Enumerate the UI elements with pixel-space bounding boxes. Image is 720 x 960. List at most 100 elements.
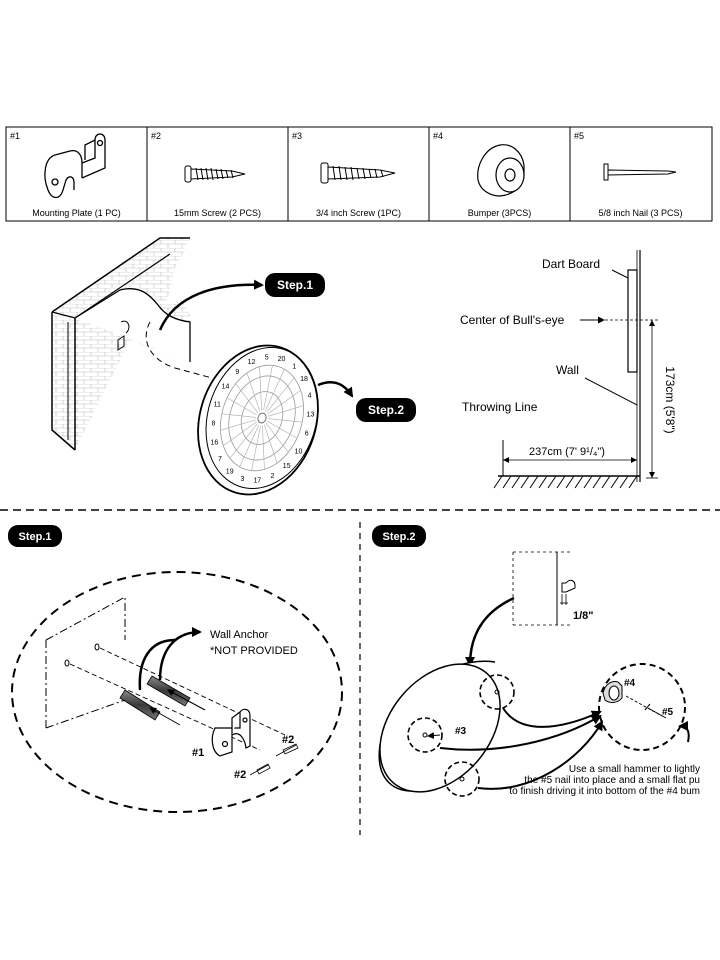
bumper-spot-top [479,674,515,710]
board-number: 11 [214,402,221,409]
callout-screw-a: #2 [234,769,246,781]
callout-screw: #3 [455,726,467,737]
label-throwing-line: Throwing Line [462,400,538,414]
bumper-zoom-circle [598,663,686,751]
board-number: 9 [235,369,239,376]
mounting-plate-icon [211,708,251,757]
part-label: 5/8 inch Nail (3 PCS) [598,208,682,218]
board-spoke [226,397,257,416]
label-gap: 1/8" [573,610,594,622]
board-number: 4 [308,393,312,400]
hatch-line [610,475,620,489]
note-line-2: the #5 nail into place and a small flat … [524,775,700,786]
board-spoke [267,418,303,423]
hatch-line [592,475,602,489]
callout-screw-b: #2 [282,734,294,746]
part-id: #3 [292,131,302,141]
hatch-line [619,475,629,489]
hatch-line [493,475,503,489]
hatch-line [529,475,539,489]
part-cell-nail: #5 5/8 inch Nail (3 PCS) [574,131,683,218]
board-number: 7 [218,456,222,463]
hatch-line [502,475,512,489]
board-number: 18 [300,376,308,383]
hatch-line [565,475,575,489]
board-number: 19 [226,469,234,476]
hatch-line [547,475,557,489]
part-label: Bumper (3PCS) [468,208,532,218]
label-height: 173cm (5'8") [663,366,677,433]
board-spoke [239,425,259,467]
part-cell-34-inch-screw: #3 3/4 inch Screw (1PC) [292,131,401,218]
callout-bumper: #4 [624,678,636,689]
board-number: 12 [248,359,256,366]
board-spoke [267,420,298,439]
board-spoke [220,419,256,431]
note-line-1: Use a small hammer to lightly [569,764,700,775]
hatch-line [520,475,530,489]
screw-icon [249,743,299,776]
floor-hatching [493,475,638,489]
board-spoke [251,425,261,471]
board-spoke [221,413,257,418]
note-line-3: to finish driving it into bottom of the … [509,786,700,797]
wall-outline [51,237,190,313]
hatch-line [511,475,521,489]
part-id: #5 [574,131,584,141]
step1-detail: Step.1 [8,525,343,813]
part-label: 3/4 inch Screw (1PC) [316,208,401,218]
part-id: #2 [151,131,161,141]
bumper-icon [602,681,623,703]
step1-detail-badge: Step.1 [8,525,62,547]
board-spoke [266,377,295,413]
part-id: #1 [10,131,20,141]
short-screw-icon [184,165,246,183]
label-distance: 237cm (7' 9¹/₄") [529,446,605,458]
board-spoke [259,366,262,411]
board-spoke [262,425,265,470]
board-spoke [264,424,278,464]
dart-board-side-view [627,269,638,373]
mounting-plate-icon [44,133,106,199]
step2-detail-badge: Step.2 [372,525,426,547]
measurement-diagram: Dart Board Center of Bull's-eye Wall Thr… [460,250,677,489]
screw-spot [407,717,443,753]
svg-text:Step.2: Step.2 [382,531,415,543]
bumper-icon [477,144,525,197]
part-id: #4 [433,131,443,141]
wall-bracket-icon [117,320,130,351]
label-dart-board: Dart Board [542,257,600,271]
label-wall-anchor: Wall Anchor [210,629,269,641]
callout-nail: #5 [662,707,674,718]
board-number: 15 [283,463,291,470]
hatch-line [583,475,593,489]
label-wall: Wall [556,363,579,377]
part-cell-15mm-screw: #2 15mm Screw (2 PCS) [151,131,261,218]
part-label: 15mm Screw (2 PCS) [174,208,261,218]
board-spoke [265,369,285,411]
part-label: Mounting Plate (1 PC) [32,208,121,218]
board-number: 8 [212,421,216,428]
svg-text:Step.2: Step.2 [368,403,404,417]
hatch-line [556,475,566,489]
board-number: 3 [241,476,245,483]
board-spoke [229,423,258,459]
label-not-provided: *NOT PROVIDED [210,645,298,657]
board-spoke [223,421,257,446]
board-spoke [263,365,273,411]
svg-text:Step.1: Step.1 [18,531,51,543]
board-number: 5 [265,355,269,362]
long-screw-icon [320,162,396,184]
nail-icon [644,703,667,719]
board-number: 2 [271,473,275,480]
hatch-line [601,475,611,489]
board-number: 1 [292,364,296,371]
board-spoke [235,383,259,414]
callout-plate: #1 [192,747,204,759]
hatch-line [538,475,548,489]
board-spoke [265,422,289,453]
part-cell-bumper: #4 Bumper (3PCS) [433,131,531,218]
board-number: 13 [307,411,315,418]
